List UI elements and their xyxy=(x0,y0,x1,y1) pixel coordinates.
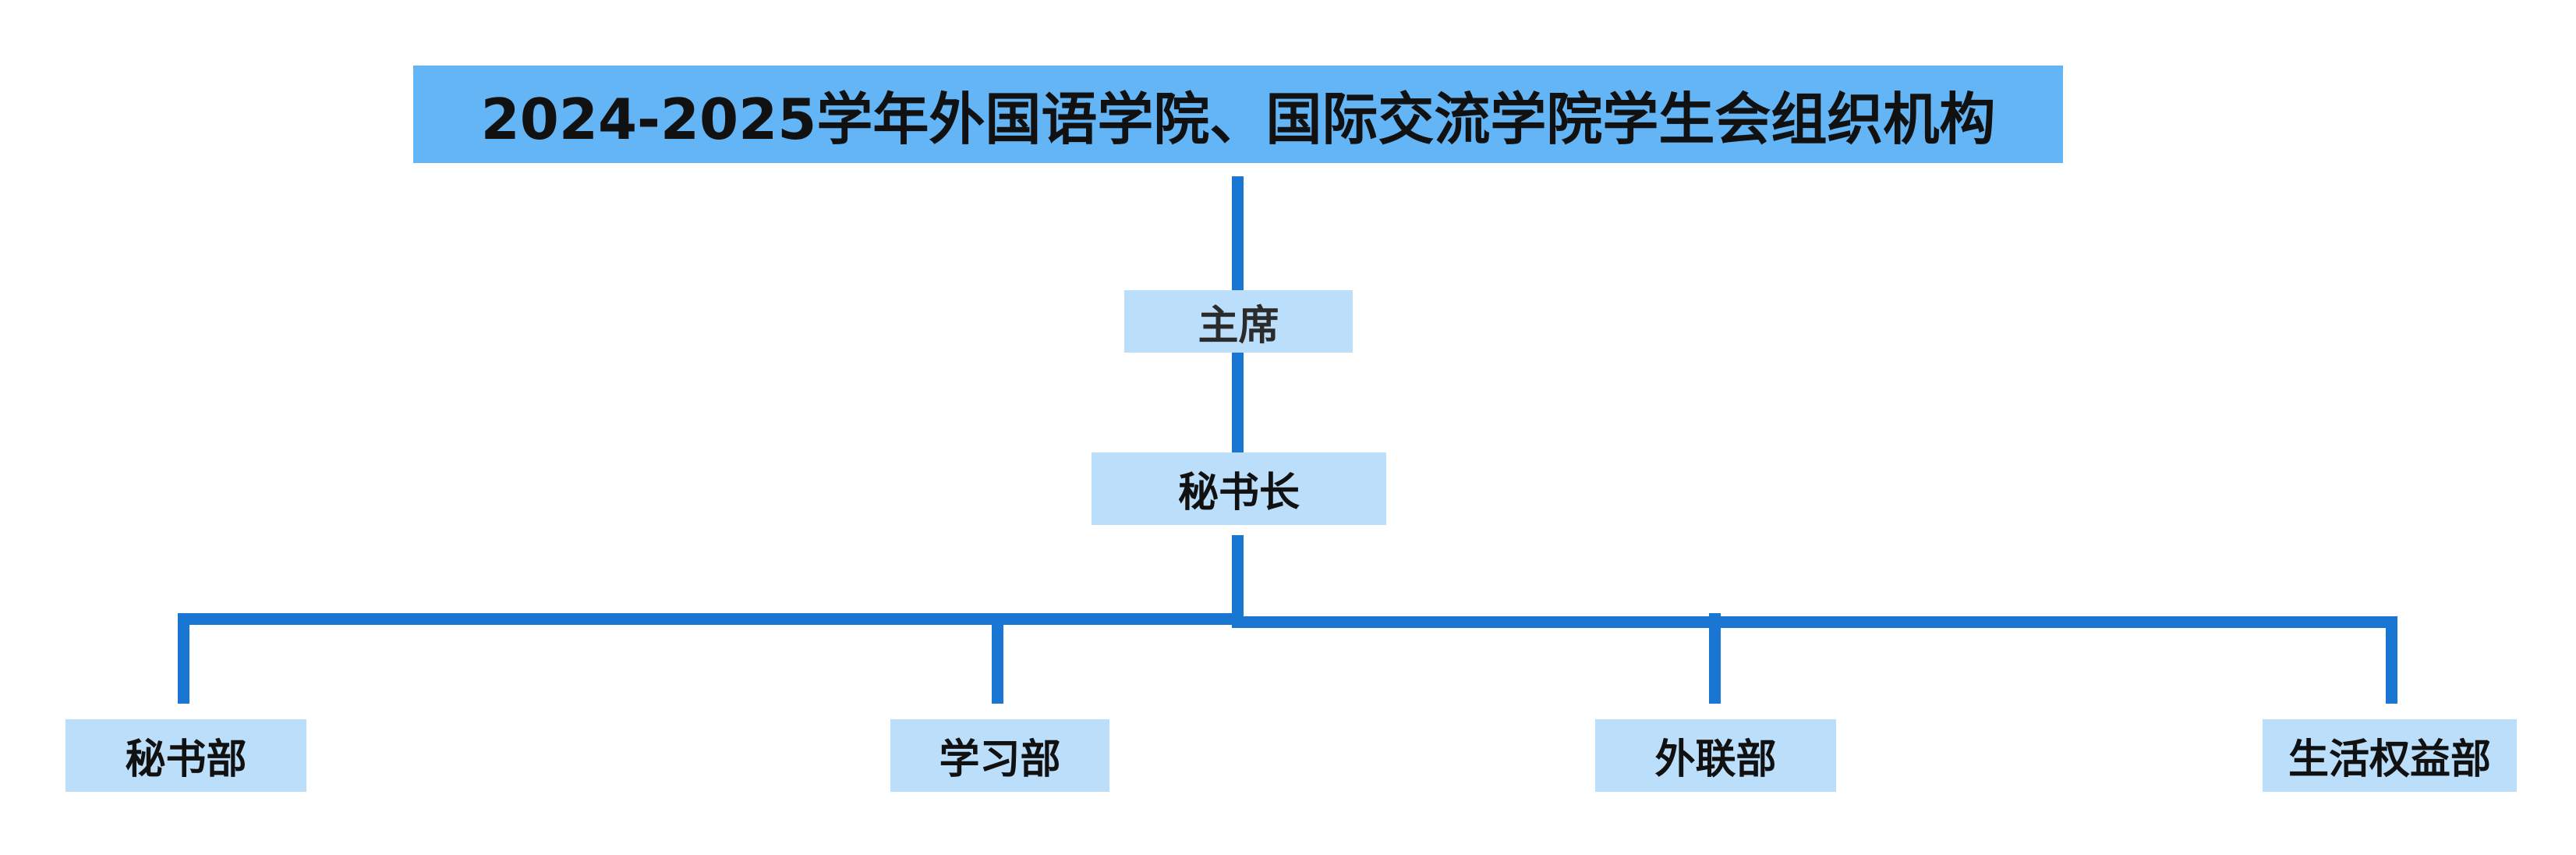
connector-drop-dept-0 xyxy=(178,613,189,704)
node-dept-life-rights: 生活权益部 xyxy=(2263,719,2517,792)
node-dept-secretariat: 秘书部 xyxy=(65,719,306,792)
connector-title-chairman xyxy=(1232,176,1244,290)
connector-drop-dept-2 xyxy=(1709,613,1721,704)
node-dept-label: 秘书部 xyxy=(125,736,247,783)
node-chairman-label: 主席 xyxy=(1198,302,1279,349)
node-chairman: 主席 xyxy=(1124,290,1353,353)
connector-secretary-bus xyxy=(1232,535,1244,623)
node-dept-label: 学习部 xyxy=(939,736,1061,783)
node-secretary-general: 秘书长 xyxy=(1092,452,1386,525)
chart-title: 2024-2025学年外国语学院、国际交流学院学生会组织机构 xyxy=(413,66,2063,163)
connector-drop-dept-3 xyxy=(2386,616,2397,704)
connector-bus-right xyxy=(1232,616,2397,628)
connector-bus-left xyxy=(178,613,1244,625)
node-secretary-general-label: 秘书长 xyxy=(1177,470,1300,516)
node-dept-external-relations: 外联部 xyxy=(1595,719,1836,792)
node-dept-study: 学习部 xyxy=(890,719,1109,792)
connector-drop-dept-1 xyxy=(992,613,1003,704)
node-dept-label: 外联部 xyxy=(1654,736,1777,783)
node-dept-label: 生活权益部 xyxy=(2288,736,2491,783)
connector-chairman-secretary xyxy=(1232,353,1244,452)
chart-title-text: 2024-2025学年外国语学院、国际交流学院学生会组织机构 xyxy=(480,87,1996,152)
